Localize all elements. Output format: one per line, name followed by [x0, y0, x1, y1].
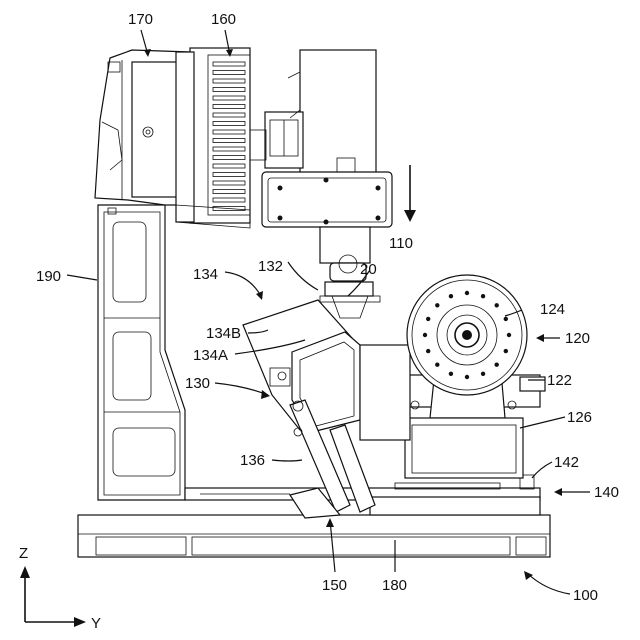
label-20: 20 — [360, 261, 377, 278]
disc-bolt — [494, 362, 498, 366]
label-120: 120 — [565, 330, 590, 347]
rotary-disc-124 — [407, 275, 527, 395]
disc-bolt — [507, 333, 511, 337]
column-190 — [98, 205, 185, 500]
label-134: 134 — [193, 266, 218, 283]
disc-bolt — [435, 362, 439, 366]
label-180: 180 — [382, 577, 407, 594]
disc-bolt — [423, 333, 427, 337]
label-140: 140 — [594, 484, 619, 501]
label-142: 142 — [554, 454, 579, 471]
label-134A: 134A — [193, 347, 228, 364]
label-100: 100 — [573, 587, 598, 604]
disc-bolt — [449, 294, 453, 298]
label-160: 160 — [211, 11, 236, 28]
disc-bolt — [435, 303, 439, 307]
label-132: 132 — [258, 258, 283, 275]
motor-160 — [176, 48, 250, 228]
disc-bolt — [494, 303, 498, 307]
label-190: 190 — [36, 268, 61, 285]
disc-bolt — [426, 317, 430, 321]
label-170: 170 — [128, 11, 153, 28]
axis-indicator — [20, 566, 86, 627]
spindle-housing-110 — [250, 50, 392, 281]
label-110: 110 — [389, 235, 413, 252]
label-136: 136 — [240, 452, 265, 469]
disc-bolt — [465, 291, 469, 295]
label-124: 124 — [540, 301, 565, 318]
label-130: 130 — [185, 375, 210, 392]
feed-direction-arrow — [404, 165, 416, 222]
disc-bolt — [449, 372, 453, 376]
axis-z-label: Z — [19, 545, 28, 562]
axis-y-label: Y — [91, 615, 101, 632]
disc-bolt — [504, 317, 508, 321]
label-150: 150 — [322, 577, 347, 594]
disc-bolt — [481, 372, 485, 376]
label-122: 122 — [547, 372, 572, 389]
base-180 — [78, 515, 550, 557]
disc-bolt — [504, 349, 508, 353]
disc-bolt — [481, 294, 485, 298]
label-126: 126 — [567, 409, 592, 426]
label-134B: 134B — [206, 325, 241, 342]
disc-bolt — [426, 349, 430, 353]
disc-bolt — [465, 375, 469, 379]
